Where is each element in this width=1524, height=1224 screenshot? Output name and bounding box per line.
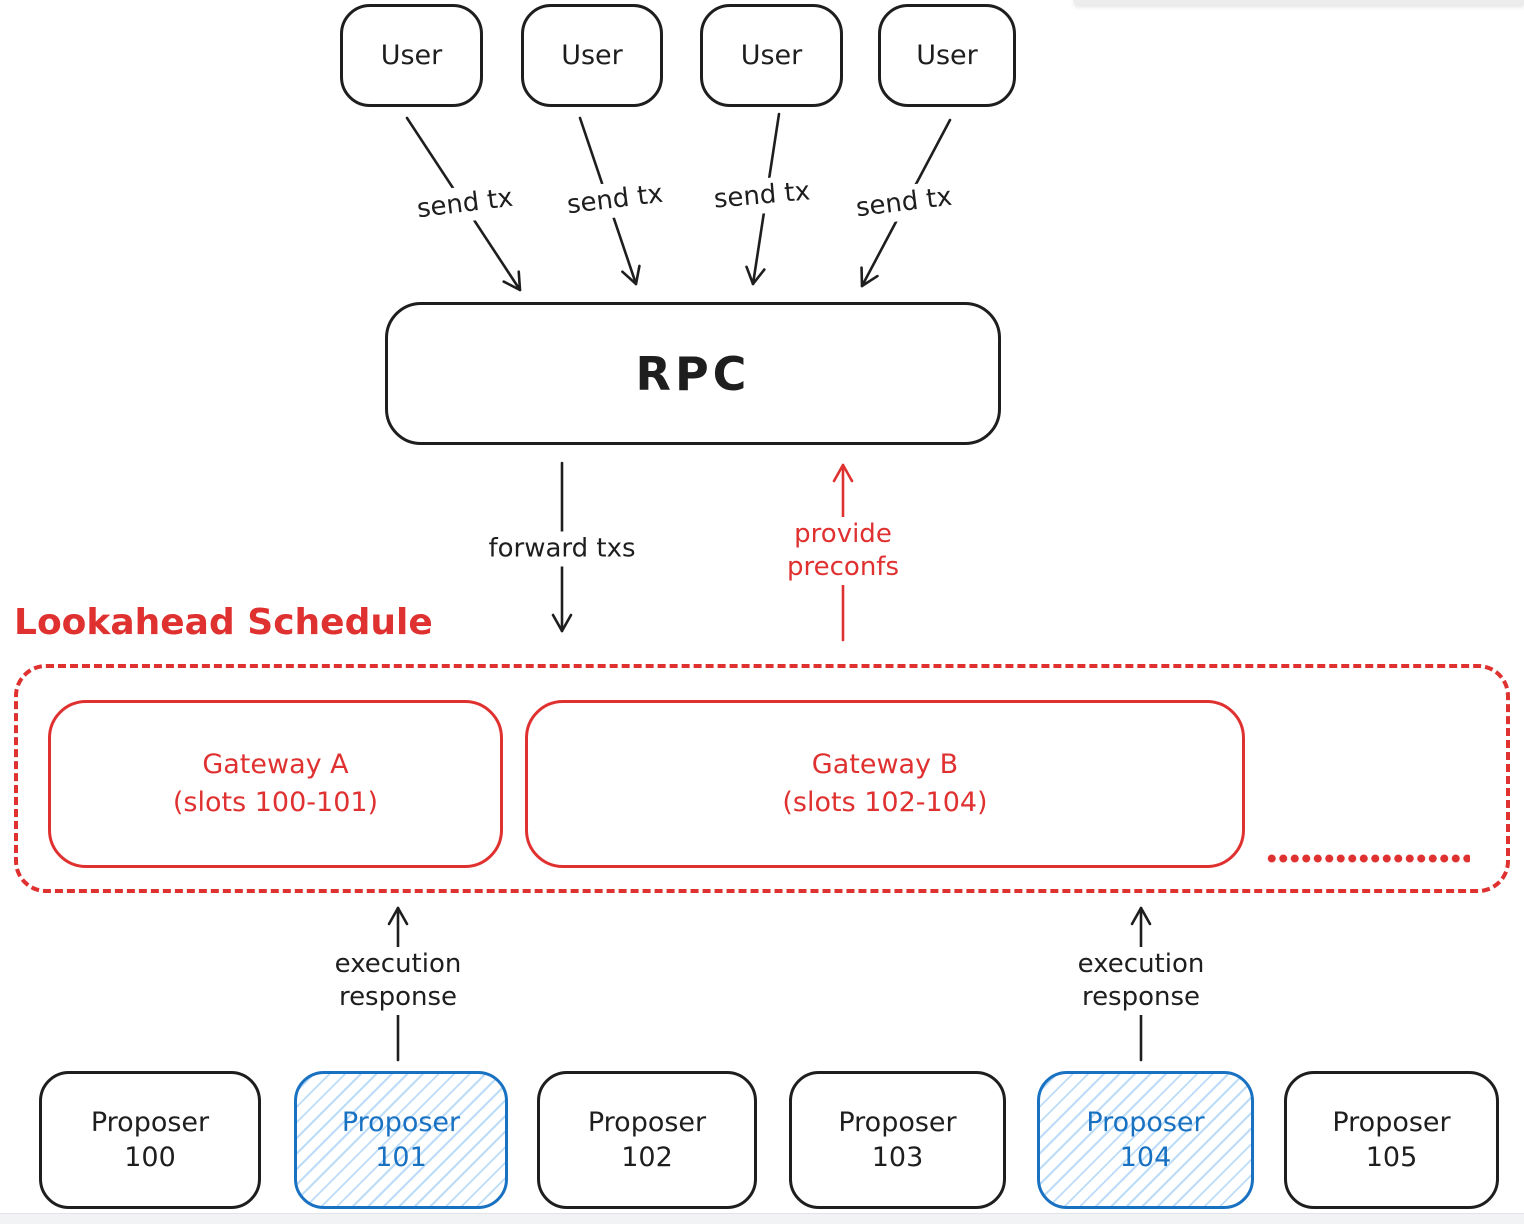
- user-node-1: User: [340, 4, 483, 107]
- gateway-b-name: Gateway B: [811, 749, 959, 780]
- proposer-number: 102: [621, 1142, 673, 1173]
- proposer-node-104: Proposer 104: [1037, 1071, 1254, 1209]
- send-tx-label-3: send tx: [705, 173, 819, 219]
- send-tx-label-2: send tx: [558, 175, 672, 225]
- provide-preconfs-line-1: provide: [794, 519, 892, 549]
- provide-preconfs-label: provide preconfs: [780, 517, 906, 585]
- user-node-4: User: [878, 4, 1016, 107]
- user-node-2: User: [521, 4, 663, 107]
- gateway-b-slots: (slots 102-104): [782, 787, 988, 818]
- proposer-label: Proposer: [1086, 1107, 1205, 1138]
- gateway-b-node: Gateway B (slots 102-104): [525, 700, 1245, 868]
- lookahead-container: [14, 664, 1510, 893]
- provide-preconfs-line-2: preconfs: [787, 552, 899, 582]
- proposer-label: Proposer: [587, 1107, 707, 1138]
- top-right-window-edge: [1073, 0, 1524, 5]
- execution-response-label-2: execution response: [1070, 947, 1212, 1015]
- proposer-number: 105: [1365, 1142, 1418, 1173]
- execution-response-line-2: response: [338, 982, 458, 1012]
- proposer-node-105: Proposer 105: [1284, 1071, 1499, 1209]
- user-node-3: User: [700, 4, 843, 107]
- proposer-node-101: Proposer 101: [294, 1071, 508, 1209]
- execution-response-line-1: execution: [1077, 949, 1205, 979]
- gateway-a-slots: (slots 100-101): [172, 787, 379, 818]
- send-tx-label-1: send tx: [408, 179, 522, 229]
- proposer-label: Proposer: [90, 1107, 210, 1138]
- proposer-label: Proposer: [838, 1107, 957, 1138]
- user-label: User: [380, 40, 443, 71]
- bottom-edge-strip: [0, 1213, 1524, 1224]
- rpc-node: RPC: [385, 302, 1001, 445]
- user-label: User: [561, 40, 623, 71]
- lookahead-title: Lookahead Schedule: [14, 602, 433, 643]
- ellipsis-dots: [1266, 852, 1470, 865]
- rpc-label: RPC: [635, 346, 751, 401]
- execution-response-label-1: execution response: [327, 947, 469, 1015]
- proposer-number: 103: [871, 1142, 924, 1173]
- user-label: User: [916, 40, 978, 71]
- proposer-number: 104: [1119, 1142, 1172, 1173]
- proposer-label: Proposer: [1332, 1107, 1451, 1138]
- proposer-node-103: Proposer 103: [789, 1071, 1006, 1209]
- proposer-number: 101: [375, 1142, 427, 1173]
- execution-response-line-1: execution: [334, 949, 462, 979]
- proposer-label: Proposer: [341, 1107, 461, 1138]
- forward-txs-label: forward txs: [481, 531, 643, 567]
- proposer-node-102: Proposer 102: [537, 1071, 757, 1209]
- gateway-a-node: Gateway A (slots 100-101): [48, 700, 503, 868]
- proposer-node-100: Proposer 100: [39, 1071, 261, 1209]
- user-label: User: [740, 40, 803, 71]
- execution-response-line-2: response: [1081, 982, 1201, 1012]
- gateway-a-name: Gateway A: [202, 749, 349, 780]
- proposer-number: 100: [124, 1142, 176, 1173]
- send-tx-label-4: send tx: [847, 178, 961, 228]
